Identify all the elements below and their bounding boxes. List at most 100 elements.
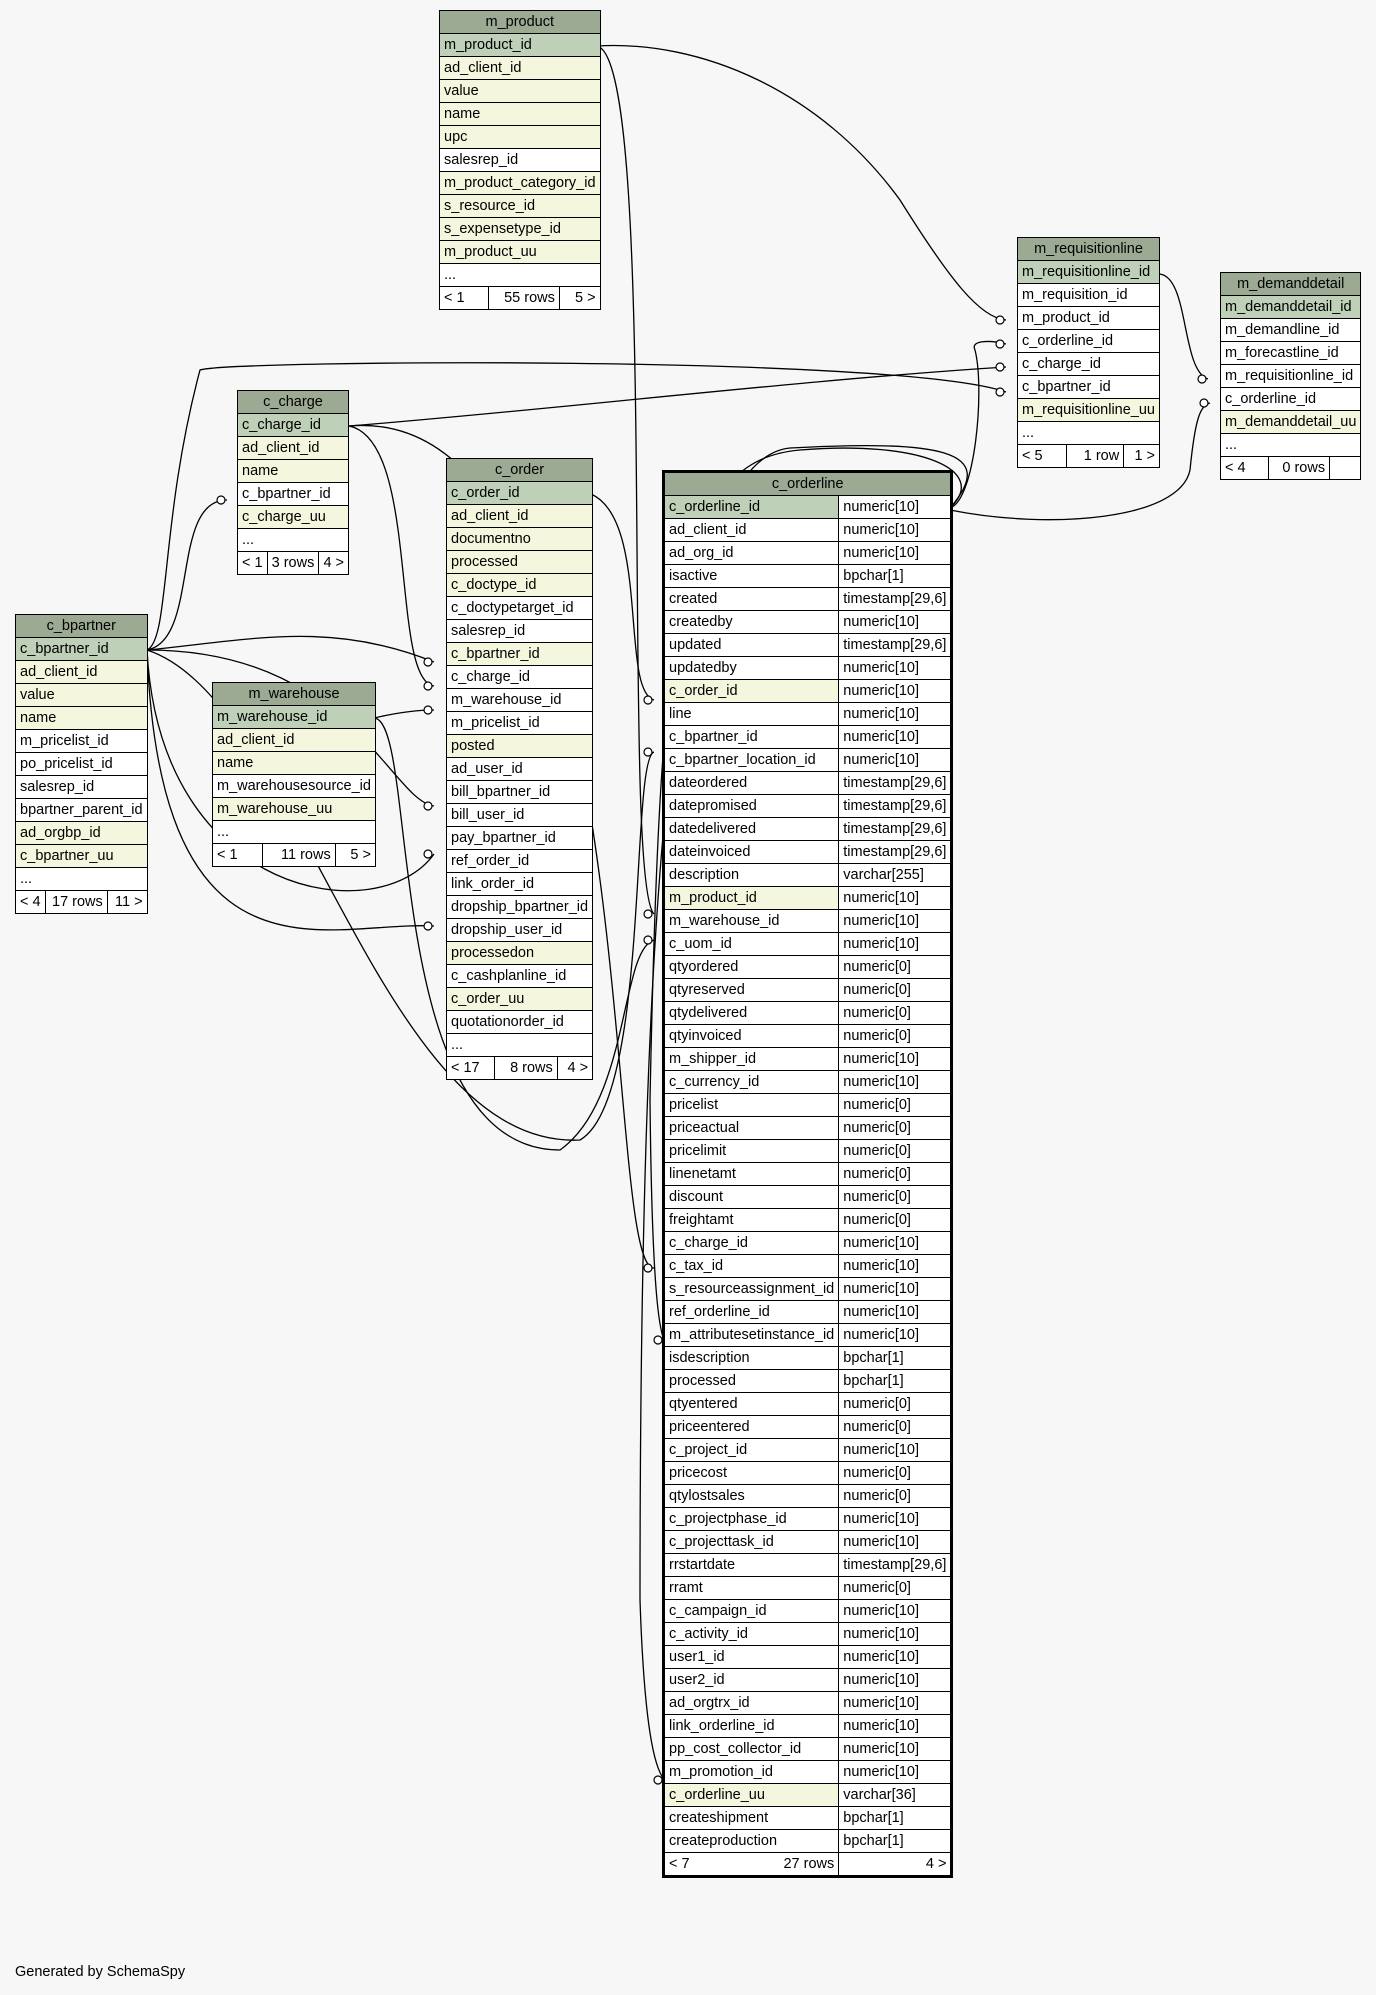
column-name[interactable]: link_order_id <box>445 872 594 896</box>
children-count[interactable]: 4 > <box>838 1852 952 1876</box>
column-name[interactable]: m_product_id <box>663 886 840 910</box>
column-name[interactable]: qtylostsales <box>663 1484 840 1508</box>
column-name[interactable]: name <box>15 706 148 730</box>
column-name[interactable]: line <box>663 702 840 726</box>
column-name[interactable]: salesrep_id <box>445 619 594 643</box>
column-name[interactable]: c_currency_id <box>663 1070 840 1094</box>
column-name[interactable]: ... <box>212 820 376 844</box>
column-name[interactable]: m_requisitionline_id <box>1219 364 1362 388</box>
parents-count[interactable]: < 17 <box>445 1056 496 1080</box>
column-name[interactable]: c_cashplanline_id <box>445 964 594 988</box>
column-name[interactable]: m_promotion_id <box>663 1760 840 1784</box>
column-name[interactable]: c_order_uu <box>445 987 594 1011</box>
column-name[interactable]: updated <box>663 633 840 657</box>
column-name[interactable]: c_charge_id <box>1017 352 1160 376</box>
column-name[interactable]: name <box>212 751 376 775</box>
column-name[interactable]: linenetamt <box>663 1162 840 1186</box>
column-name[interactable]: c_doctypetarget_id <box>445 596 594 620</box>
column-name[interactable]: dropship_bpartner_id <box>445 895 594 919</box>
column-name[interactable]: datepromised <box>663 794 840 818</box>
column-name[interactable]: documentno <box>445 527 594 551</box>
column-name[interactable]: processedon <box>445 941 594 965</box>
table-title[interactable]: m_product <box>439 10 601 34</box>
column-name[interactable]: c_charge_id <box>663 1231 840 1255</box>
column-name[interactable]: dateinvoiced <box>663 840 840 864</box>
column-name[interactable]: posted <box>445 734 594 758</box>
children-count[interactable] <box>1329 456 1362 480</box>
table-title[interactable]: c_orderline <box>663 472 952 496</box>
column-name[interactable]: c_bpartner_location_id <box>663 748 840 772</box>
column-name[interactable]: ... <box>237 528 349 552</box>
column-name[interactable]: ad_user_id <box>445 757 594 781</box>
column-name[interactable]: qtyentered <box>663 1392 840 1416</box>
column-name[interactable]: m_product_id <box>1017 306 1160 330</box>
column-name[interactable]: rrstartdate <box>663 1553 840 1577</box>
column-name[interactable]: isactive <box>663 564 840 588</box>
children-count[interactable]: 4 > <box>556 1056 594 1080</box>
children-count[interactable]: 5 > <box>558 286 601 310</box>
table-title[interactable]: c_bpartner <box>15 614 148 638</box>
parents-count[interactable]: < 4 <box>15 890 46 914</box>
column-name[interactable]: c_activity_id <box>663 1622 840 1646</box>
column-name[interactable]: c_orderline_id <box>1219 387 1362 411</box>
parents-count[interactable]: < 4 <box>1219 456 1270 480</box>
column-name[interactable]: ... <box>445 1033 594 1057</box>
column-name[interactable]: ad_org_id <box>663 541 840 565</box>
column-name[interactable]: dateordered <box>663 771 840 795</box>
children-count[interactable]: 11 > <box>106 890 148 914</box>
column-name[interactable]: bill_user_id <box>445 803 594 827</box>
column-name[interactable]: ad_client_id <box>439 56 601 80</box>
column-name[interactable]: c_bpartner_id <box>445 642 594 666</box>
table-title[interactable]: c_order <box>445 458 594 482</box>
column-name[interactable]: ref_orderline_id <box>663 1300 840 1324</box>
column-name[interactable]: bill_bpartner_id <box>445 780 594 804</box>
column-name[interactable]: c_bpartner_id <box>15 637 148 661</box>
column-name[interactable]: qtydelivered <box>663 1001 840 1025</box>
column-name[interactable]: m_forecastline_id <box>1219 341 1362 365</box>
column-name[interactable]: salesrep_id <box>439 148 601 172</box>
column-name[interactable]: priceactual <box>663 1116 840 1140</box>
parents-count[interactable]: < 7 <box>669 1856 690 1872</box>
column-name[interactable]: c_projecttask_id <box>663 1530 840 1554</box>
column-name[interactable]: m_requisitionline_uu <box>1017 398 1160 422</box>
column-name[interactable]: ... <box>439 263 601 287</box>
column-name[interactable]: processed <box>663 1369 840 1393</box>
column-name[interactable]: pricecost <box>663 1461 840 1485</box>
column-name[interactable]: createproduction <box>663 1829 840 1853</box>
column-name[interactable]: po_pricelist_id <box>15 752 148 776</box>
column-name[interactable]: c_orderline_id <box>1017 329 1160 353</box>
column-name[interactable]: m_shipper_id <box>663 1047 840 1071</box>
column-name[interactable]: updatedby <box>663 656 840 680</box>
column-name[interactable]: s_expensetype_id <box>439 217 601 241</box>
children-count[interactable]: 4 > <box>318 551 349 575</box>
column-name[interactable]: link_orderline_id <box>663 1714 840 1738</box>
column-name[interactable]: c_campaign_id <box>663 1599 840 1623</box>
column-name[interactable]: pay_bpartner_id <box>445 826 594 850</box>
column-name[interactable]: c_charge_id <box>237 413 349 437</box>
column-name[interactable]: ad_client_id <box>15 660 148 684</box>
column-name[interactable]: m_warehouse_id <box>663 909 840 933</box>
column-name[interactable]: qtyreserved <box>663 978 840 1002</box>
children-count[interactable]: 5 > <box>334 843 376 867</box>
column-name[interactable]: ... <box>1219 433 1362 457</box>
column-name[interactable]: m_product_id <box>439 33 601 57</box>
column-name[interactable]: user2_id <box>663 1668 840 1692</box>
column-name[interactable]: dropship_user_id <box>445 918 594 942</box>
column-name[interactable]: ad_client_id <box>663 518 840 542</box>
column-name[interactable]: c_order_id <box>663 679 840 703</box>
column-name[interactable]: c_bpartner_id <box>237 482 349 506</box>
column-name[interactable]: m_pricelist_id <box>15 729 148 753</box>
column-name[interactable]: m_requisitionline_id <box>1017 260 1160 284</box>
column-name[interactable]: value <box>15 683 148 707</box>
parents-count[interactable]: < 1 <box>439 286 489 310</box>
table-title[interactable]: m_demanddetail <box>1219 272 1362 296</box>
column-name[interactable]: ad_orgbp_id <box>15 821 148 845</box>
parents-count[interactable]: < 1 <box>237 551 268 575</box>
column-name[interactable]: description <box>663 863 840 887</box>
column-name[interactable]: ref_order_id <box>445 849 594 873</box>
column-name[interactable]: c_charge_uu <box>237 505 349 529</box>
column-name[interactable]: createdby <box>663 610 840 634</box>
column-name[interactable]: pricelimit <box>663 1139 840 1163</box>
column-name[interactable]: m_warehouse_uu <box>212 797 376 821</box>
children-count[interactable]: 1 > <box>1123 444 1160 468</box>
